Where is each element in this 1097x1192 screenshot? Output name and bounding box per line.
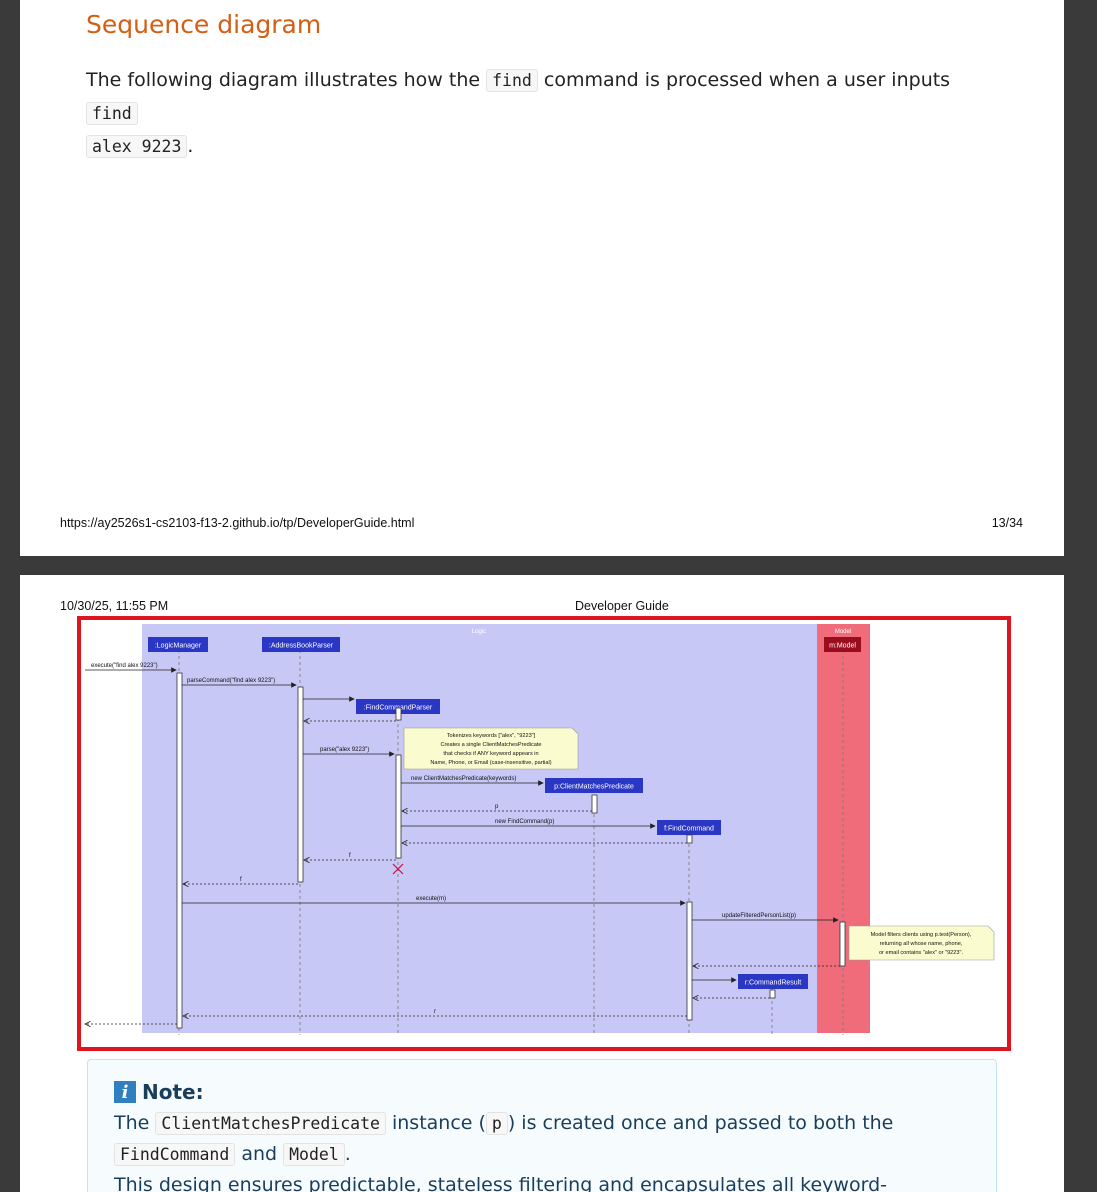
msg-execute: execute("find alex 9223"): [91, 663, 158, 669]
model-box: [817, 624, 870, 1033]
inline-code-predicate: ClientMatchesPredicate: [155, 1112, 386, 1135]
logic-label: Logic: [472, 629, 486, 635]
note-title: i Note:: [114, 1080, 204, 1104]
msg-return-p: p: [495, 804, 499, 810]
header-date: 10/30/25, 11:55 PM: [60, 599, 169, 613]
msg-parse: parse("alex 9223"): [320, 747, 369, 753]
pdf-page-14: 10/30/25, 11:55 PM Developer Guide Logic…: [20, 575, 1064, 1192]
msg-return-f-1: f: [349, 853, 351, 859]
header-title: Developer Guide: [575, 599, 669, 613]
svg-text:p:ClientMatchesPredicate: p:ClientMatchesPredicate: [554, 784, 634, 791]
inline-code-findcommand: FindCommand: [114, 1143, 236, 1166]
inline-code-model: Model: [283, 1143, 345, 1166]
svg-text:Name, Phone, or Email (case-in: Name, Phone, or Email (case-insensitive,…: [430, 760, 551, 766]
svg-text:Model filters clients using p.: Model filters clients using p.test(Perso…: [871, 932, 972, 938]
inline-code-args: alex 9223: [86, 135, 188, 158]
svg-text:Tokenizes keywords ["alex", "9: Tokenizes keywords ["alex", "9223"]: [447, 733, 536, 739]
msg-execute-m: execute(m): [416, 896, 446, 902]
svg-text::LogicManager: :LogicManager: [155, 643, 202, 650]
svg-text:or email contains "alex" or "9: or email contains "alex" or "9223".: [879, 950, 964, 956]
footer-url: https://ay2526s1-cs2103-f13-2.github.io/…: [60, 516, 415, 530]
sequence-diagram-frame: Logic Model :LogicManager :AddressBookPa…: [77, 616, 1011, 1051]
msg-new-predicate: new ClientMatchesPredicate(keywords): [411, 776, 516, 782]
participant-clientmatchespredicate: [545, 778, 643, 793]
participant-addressbookparser: [262, 637, 340, 652]
intro-paragraph: The following diagram illustrates how th…: [86, 69, 951, 158]
note-tokenize: [403, 727, 579, 770]
sequence-diagram: Logic Model :LogicManager :AddressBookPa…: [81, 624, 995, 1035]
svg-text:returning all whose name, phon: returning all whose name, phone,: [880, 941, 963, 947]
participant-commandresult: [738, 974, 808, 989]
msg-return-r: r: [434, 1009, 436, 1015]
section-heading: Sequence diagram: [86, 10, 322, 39]
participant-model: [824, 637, 861, 652]
inline-code-find-2: find: [86, 102, 138, 125]
svg-text:r:CommandResult: r:CommandResult: [745, 980, 801, 987]
footer-page-number: 13/34: [991, 516, 1023, 530]
svg-text:m:Model: m:Model: [829, 643, 856, 650]
svg-text:that checks if ANY keyword app: that checks if ANY keyword appears in: [443, 751, 538, 757]
svg-text:f:FindCommand: f:FindCommand: [664, 826, 714, 833]
participant-findcommand: [657, 820, 721, 835]
note-model-filter: [848, 925, 995, 961]
svg-text:Creates a single ClientMatches: Creates a single ClientMatchesPredicate: [440, 742, 541, 748]
model-label: Model: [835, 629, 851, 635]
msg-new-findcommand: new FindCommand(p): [495, 819, 554, 825]
msg-update-filtered: updateFilteredPersonList(p): [722, 913, 796, 919]
participant-logicmanager: [148, 637, 208, 652]
svg-text::AddressBookParser: :AddressBookParser: [269, 643, 334, 650]
participant-findcommandparser: [356, 699, 440, 714]
inline-code-p: p: [485, 1112, 508, 1135]
pdf-page-13: Sequence diagram The following diagram i…: [20, 0, 1064, 556]
msg-return-f-2: f: [240, 877, 242, 883]
info-icon: i: [114, 1081, 136, 1103]
inline-code-find: find: [486, 69, 538, 92]
msg-parsecommand: parseCommand("find alex 9223"): [187, 678, 275, 684]
note-box: i Note: The ClientMatchesPredicate insta…: [87, 1059, 997, 1192]
note-body: The ClientMatchesPredicate instance (p) …: [114, 1112, 894, 1192]
